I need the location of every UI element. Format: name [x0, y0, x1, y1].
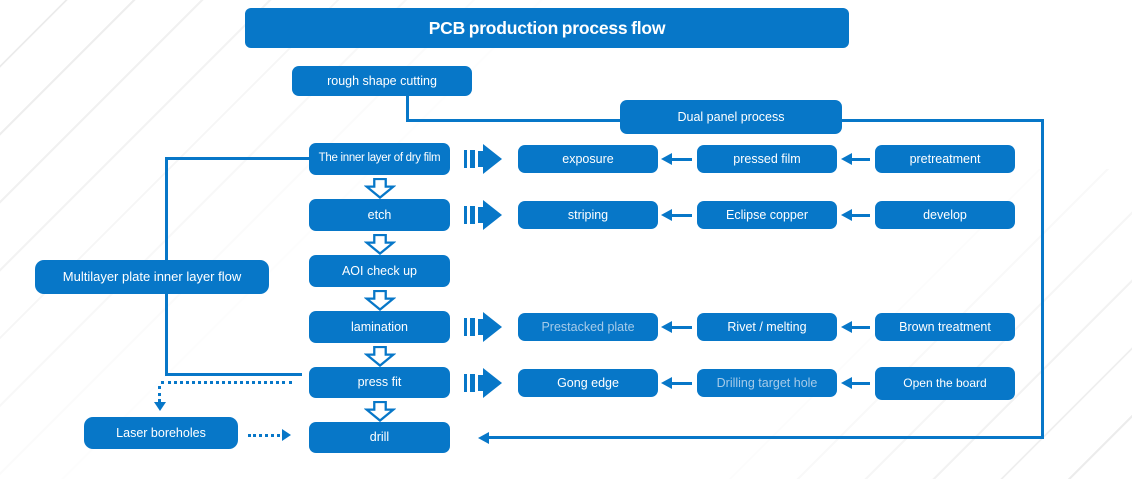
- connector-rough-cut-to-dual-panel: [406, 119, 620, 122]
- step-drill: drill: [309, 422, 450, 453]
- left-arrow-icon: [661, 209, 692, 221]
- branch-step-striping: striping: [518, 201, 658, 229]
- branch-middle-eclipse-copper: Eclipse copper: [697, 201, 837, 229]
- striped-right-arrow-icon: [464, 200, 502, 230]
- page-title: PCB production process flow: [245, 8, 849, 48]
- left-arrow-icon: [841, 153, 870, 165]
- striped-right-arrow-icon: [464, 368, 502, 398]
- branch-middle-rivet-melting: Rivet / melting: [697, 313, 837, 341]
- arrow-right-loop-to-drill: [478, 431, 1042, 444]
- hollow-down-arrow-icon: [364, 401, 396, 422]
- connector-right-down: [1041, 119, 1044, 439]
- step-press-fit: press fit: [309, 367, 450, 398]
- left-arrow-icon: [841, 209, 870, 221]
- dotted-down-arrowhead-icon: [154, 402, 166, 411]
- branch-step-gong-edge: Gong edge: [518, 369, 658, 397]
- left-arrow-icon: [661, 377, 692, 389]
- hollow-down-arrow-icon: [364, 290, 396, 311]
- step-etch: etch: [309, 199, 450, 231]
- left-arrow-icon: [841, 377, 870, 389]
- step-lamination: lamination: [309, 311, 450, 343]
- node-rough-shape-cutting: rough shape cutting: [292, 66, 472, 96]
- branch-middle-pressed-film: pressed film: [697, 145, 837, 173]
- dotted-connector-laser-to-drill: [248, 434, 280, 437]
- hollow-down-arrow-icon: [364, 178, 396, 199]
- connector-rough-cut-down: [406, 96, 409, 122]
- hollow-down-arrow-icon: [364, 234, 396, 255]
- branch-source-develop: develop: [875, 201, 1015, 229]
- branch-step-prestacked-plate: Prestacked plate: [518, 313, 658, 341]
- node-laser-boreholes: Laser boreholes: [84, 417, 238, 449]
- node-multilayer-plate-inner-layer-flow: Multilayer plate inner layer flow: [35, 260, 269, 294]
- left-arrow-icon: [661, 153, 692, 165]
- branch-source-brown-treatment: Brown treatment: [875, 313, 1015, 341]
- dotted-connector-pressfit-to-laser: [161, 381, 292, 384]
- dotted-connector-down: [158, 386, 161, 402]
- branch-source-pretreatment: pretreatment: [875, 145, 1015, 173]
- striped-right-arrow-icon: [464, 144, 502, 174]
- left-arrow-icon: [841, 321, 870, 333]
- left-arrow-icon: [661, 321, 692, 333]
- connector-bracket-bottom: [165, 373, 302, 376]
- connector-bracket-top: [165, 157, 309, 160]
- branch-step-exposure: exposure: [518, 145, 658, 173]
- node-dual-panel-process: Dual panel process: [620, 100, 842, 134]
- connector-dual-panel-right: [842, 119, 1044, 122]
- step-inner-layer-dry-film: The inner layer of dry film: [309, 143, 450, 175]
- branch-middle-drilling-target-hole: Drilling target hole: [697, 369, 837, 397]
- hollow-down-arrow-icon: [364, 346, 396, 367]
- branch-source-open-the-board: Open the board: [875, 367, 1015, 400]
- dotted-right-arrowhead-icon: [282, 429, 291, 441]
- striped-right-arrow-icon: [464, 312, 502, 342]
- step-aoi-check-up: AOI check up: [309, 255, 450, 287]
